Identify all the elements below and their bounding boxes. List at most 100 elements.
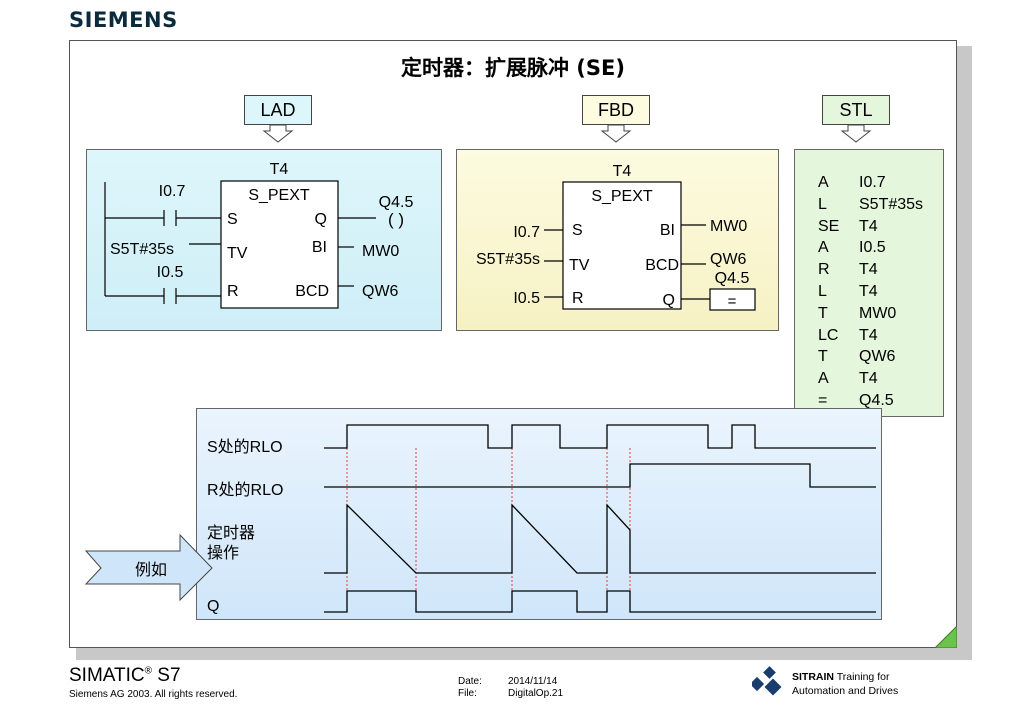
footer-product-suffix: S7 [152, 665, 181, 686]
timing-label-q: Q [207, 598, 220, 615]
waveform-r [324, 463, 876, 488]
tab-stl[interactable]: STL [822, 95, 890, 125]
footer-date-value: 2014/11/14 [508, 676, 558, 687]
stl-operand: T4 [859, 282, 878, 300]
stl-operand: S5T#35s [859, 195, 924, 213]
lad-block-label: S_PEXT [248, 187, 310, 204]
footer-file-value: DigitalOp.21 [508, 688, 564, 699]
tab-fbd[interactable]: FBD [582, 95, 650, 125]
sitrain-logo-icon [752, 666, 782, 696]
timing-panel [196, 408, 882, 620]
example-arrow-icon [84, 533, 213, 602]
sitrain-line1: SITRAIN Training for [792, 670, 898, 684]
stl-operation: = [818, 391, 828, 409]
stl-operand: T4 [859, 217, 878, 235]
stl-operation: T [818, 348, 828, 366]
lad-input-r: I0.5 [157, 264, 184, 281]
stl-operation: T [818, 304, 828, 322]
fbd-diagram: T4 S_PEXT S TV R BI BCD Q I0.7 S5T#35s I… [476, 163, 756, 311]
lad-output-bi: MW0 [362, 243, 399, 260]
footer-date-label: Date: [458, 676, 482, 687]
lad-timer-label: T4 [270, 161, 289, 178]
fbd-assign: = [728, 293, 737, 310]
stl-row: A T4 [818, 368, 923, 390]
stl-row: L S5T#35s [818, 194, 923, 216]
stl-row: LC T4 [818, 325, 923, 347]
waveform-s [324, 424, 876, 449]
lad-input-s: I0.7 [159, 183, 186, 200]
fbd-output-q: Q4.5 [715, 270, 750, 287]
fbd-pin-q: Q [663, 292, 675, 309]
stl-operand: QW6 [859, 348, 896, 366]
stl-operand: MW0 [859, 304, 897, 322]
sitrain-brand: SITRAIN [792, 671, 834, 683]
footer-product-name: SIMATIC [69, 665, 145, 686]
fbd-pin-r: R [572, 290, 584, 307]
fbd-pin-bcd: BCD [645, 257, 679, 274]
stl-row: R T4 [818, 259, 923, 281]
stl-operation: L [818, 282, 827, 300]
stl-row: T MW0 [818, 303, 923, 325]
fbd-input-r: I0.5 [513, 290, 540, 307]
stl-row: SE T4 [818, 216, 923, 238]
timing-label-timer-line2: 操作 [207, 545, 240, 562]
tab-lad[interactable]: LAD [244, 95, 312, 125]
stl-operation: SE [818, 217, 840, 235]
timing-label-timer-line1: 定时器 [207, 525, 256, 542]
timing-label-timer: 定时器 操作 [207, 524, 255, 564]
waveform-q [324, 590, 876, 613]
fbd-pin-s: S [572, 222, 583, 239]
stl-operation: L [818, 195, 827, 213]
stl-row: T QW6 [818, 346, 923, 368]
footer-file-label: File: [458, 688, 477, 699]
fbd-pin-tv: TV [569, 257, 590, 274]
stl-operation: LC [818, 326, 839, 344]
fbd-block-label: S_PEXT [591, 188, 653, 205]
stl-operation: A [818, 239, 829, 257]
stl-operand: T4 [859, 326, 878, 344]
timing-label-r: R处的RLO [207, 482, 284, 499]
corner-triangle-icon [935, 626, 957, 648]
stl-operand: I0.5 [859, 239, 886, 257]
stl-row: L T4 [818, 281, 923, 303]
stl-operand: I0.7 [859, 174, 886, 191]
lad-pin-bi: BI [312, 239, 327, 256]
timing-label-s: S处的RLO [207, 439, 283, 456]
stl-row: = Q4.5 [818, 390, 923, 412]
siemens-logo: SIEMENS [69, 8, 178, 32]
fbd-input-tv: S5T#35s [476, 251, 540, 268]
stl-operation: A [818, 174, 829, 191]
lad-input-tv: S5T#35s [110, 241, 174, 258]
fbd-input-s: I0.7 [513, 224, 540, 241]
footer-product: SIMATIC® S7 [69, 665, 181, 687]
slide-title: 定时器：扩展脉冲 (SE) [401, 56, 625, 80]
lad-pin-s: S [227, 211, 238, 228]
footer-registered-mark: ® [144, 665, 153, 677]
example-label: 例如 [135, 561, 167, 579]
sitrain-training: Training for [834, 671, 890, 683]
lad-coil: ( ) [388, 210, 404, 229]
fbd-timer-label: T4 [613, 163, 632, 180]
sitrain-text: SITRAIN Training for Automation and Driv… [792, 670, 898, 698]
lad-output-q: Q4.5 [379, 194, 414, 211]
stl-operand: Q4.5 [859, 391, 894, 409]
lad-pin-tv: TV [227, 245, 248, 262]
down-arrow-icon [262, 124, 872, 143]
lad-output-bcd: QW6 [362, 283, 399, 300]
stl-operand: T4 [859, 261, 878, 279]
fbd-output-bcd: QW6 [710, 251, 747, 268]
fbd-output-bi: MW0 [710, 218, 747, 235]
stl-operation: R [818, 261, 830, 279]
lad-diagram: T4 S_PEXT S TV R Q BI BCD I0.7 S5T#35s I… [104, 161, 414, 309]
lad-pin-bcd: BCD [295, 283, 329, 300]
stl-row: A I0.7 [818, 172, 923, 194]
stl-operand: T4 [859, 370, 878, 388]
lad-pin-q: Q [315, 211, 327, 228]
fbd-pin-bi: BI [660, 222, 675, 239]
stl-row: A I0.5 [818, 237, 923, 259]
stl-operation: A [818, 370, 829, 388]
